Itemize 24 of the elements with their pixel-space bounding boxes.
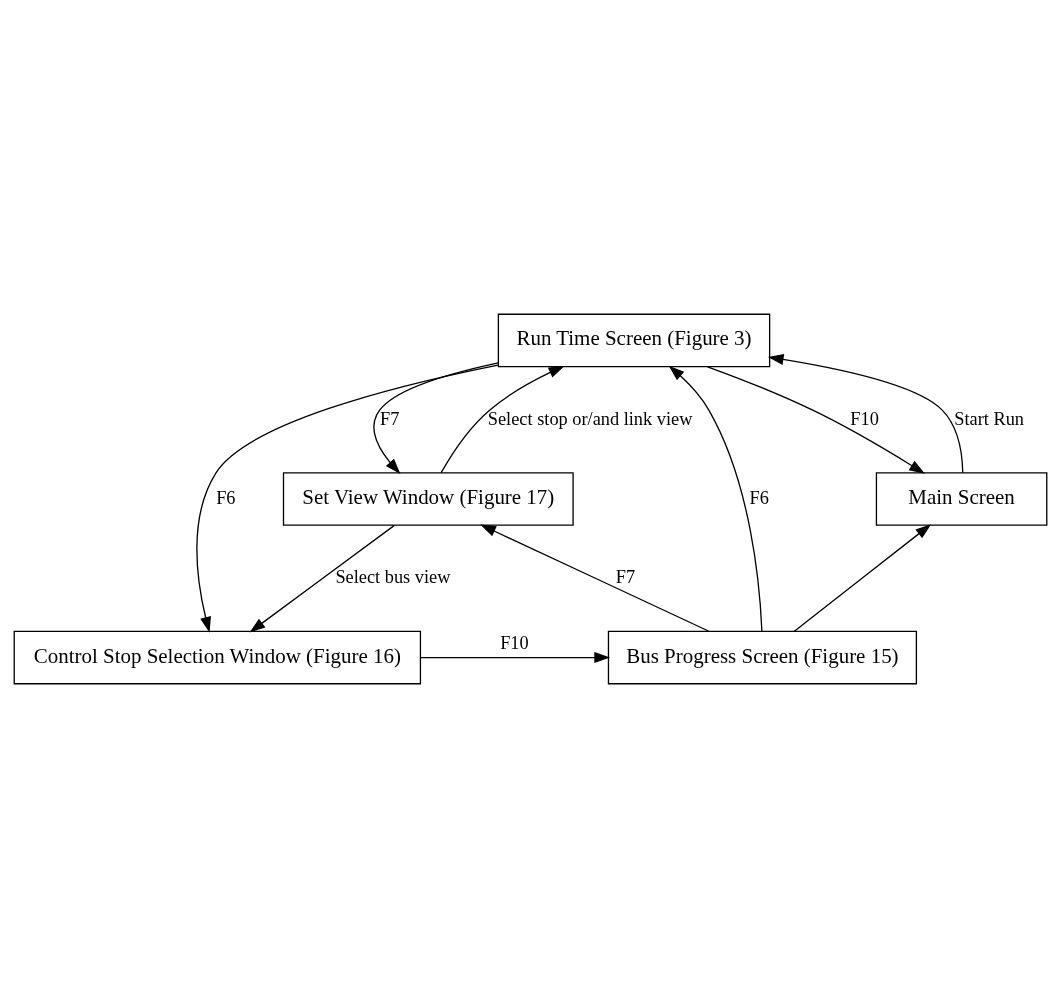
arrow xyxy=(249,524,396,633)
node-box: Bus Progress Screen (Figure 15) xyxy=(607,630,918,685)
edge-label: F7 xyxy=(379,408,400,429)
edge-label: Select stop or/and link view xyxy=(487,408,693,429)
edge-label: F6 xyxy=(216,487,236,508)
edge-label: Select bus view xyxy=(335,567,451,588)
arrow xyxy=(767,354,964,474)
node-box: Set View Window (Figure 17) xyxy=(282,472,574,526)
arrow xyxy=(373,362,499,475)
node-box: Run Time Screen (Figure 3) xyxy=(497,313,771,368)
arrow xyxy=(196,364,499,633)
arrow xyxy=(793,524,932,632)
node-box: Control Stop Selection Window (Figure 16) xyxy=(13,630,422,685)
arrow xyxy=(420,652,611,664)
arrow xyxy=(480,524,710,632)
arrow xyxy=(440,365,565,474)
edge-label: F10 xyxy=(850,408,879,429)
edge-label: F6 xyxy=(749,487,769,508)
edge-label: Start Run xyxy=(954,408,1024,429)
edge-label: F7 xyxy=(615,567,636,588)
arrow xyxy=(706,366,925,474)
node-box: Main Screen xyxy=(875,472,1048,526)
arrow xyxy=(668,365,763,632)
edge-label: F10 xyxy=(500,632,529,653)
